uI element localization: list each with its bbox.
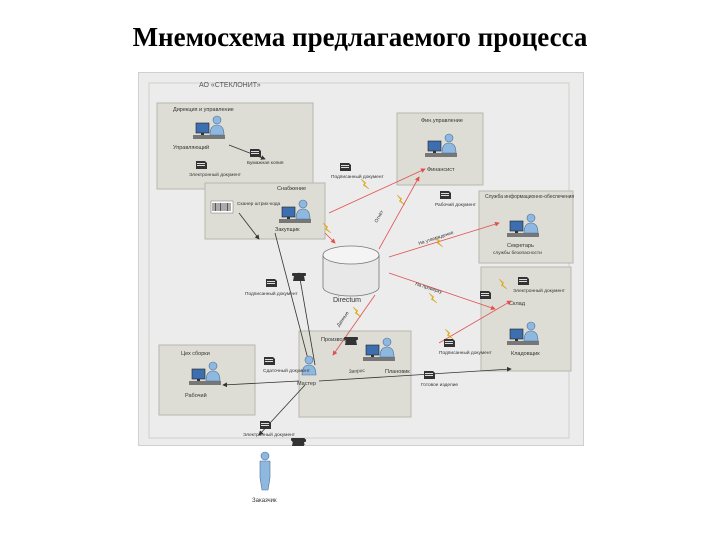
zone-management xyxy=(156,102,314,190)
zone-quality-label: Служба информационно-обеспечения xyxy=(485,194,574,200)
flow-label-5: Запрос xyxy=(349,368,366,375)
org-label: АО «СТЕКЛОНИТ» xyxy=(199,82,261,89)
zone-production-label: Производство xyxy=(321,337,357,343)
document-icon-9 xyxy=(424,371,435,379)
document-icon-4 xyxy=(440,191,451,199)
document-icon-5 xyxy=(518,277,529,285)
zone-warehouse xyxy=(480,266,572,372)
role-buyer: Закупщик xyxy=(275,227,300,233)
signal-bolt-2 xyxy=(396,194,406,206)
document-icon-6 xyxy=(266,279,277,287)
flow-label-3: На проверку xyxy=(414,281,443,295)
flow-red-5 xyxy=(332,294,376,356)
role-master: Мастер xyxy=(297,381,316,387)
doc-label-1: Бумажная копия xyxy=(247,160,284,166)
document-icon-8 xyxy=(264,357,275,365)
database-label: Directum xyxy=(333,297,361,304)
flow-arrow-3 xyxy=(297,272,316,366)
doc-label-3: Подписанный документ xyxy=(331,173,384,180)
page-title: Мнемосхема предлагаемого процесса xyxy=(132,22,588,52)
phone-icon xyxy=(292,273,306,281)
zone-purchasing-label: Снабжение xyxy=(277,186,306,192)
flow-red-3 xyxy=(388,221,500,258)
zone-assembly-label: Цех сборки xyxy=(181,351,210,357)
role-financier: Финансист xyxy=(427,167,455,173)
role-worker: Рабочий xyxy=(185,392,207,399)
zone-warehouse-label: Склад xyxy=(509,301,526,307)
doc-label-9: Готовое изделие xyxy=(421,382,458,388)
flow-red-1 xyxy=(328,168,426,214)
flow-red-2 xyxy=(378,176,420,250)
signal-bolt-4 xyxy=(428,292,438,304)
flow-arrow-5 xyxy=(318,366,512,382)
role-planner: Плановик xyxy=(385,369,410,375)
flow-arrow-4 xyxy=(222,380,300,388)
role-service: службы безопасности xyxy=(493,250,542,256)
flow-arrow-2 xyxy=(274,232,311,364)
document-icon-7 xyxy=(444,339,455,347)
process-diagram: АО «СТЕКЛОНИТ» Дирекция и управление Фин… xyxy=(138,72,584,447)
document-icon-10 xyxy=(260,421,271,429)
doc-label-8: Сдаточный документ xyxy=(263,367,311,374)
doc-label-6: Подписанный документ xyxy=(245,290,298,297)
signal-bolt-5 xyxy=(352,306,362,318)
document-icon-11 xyxy=(480,291,491,299)
zone-management-label: Дирекция и управление xyxy=(173,107,234,113)
role-secretary: Секретарь xyxy=(507,243,534,249)
doc-label-5: Электронный документ xyxy=(513,287,566,294)
role-storekeeper: Кладовщик xyxy=(511,351,540,357)
doc-label-2: Электронный документ xyxy=(189,171,242,178)
document-icon-2 xyxy=(196,161,207,169)
flow-label-4: Данные xyxy=(336,310,351,328)
zone-production xyxy=(298,330,412,418)
doc-scanner-label: Сканер штрих-кода xyxy=(237,201,281,207)
signal-bolt-1 xyxy=(360,178,370,190)
customer-figure xyxy=(259,451,271,491)
document-icon-3 xyxy=(340,163,351,171)
barcode-icon xyxy=(210,200,234,214)
role-customer: Заказчик xyxy=(252,498,277,504)
phone-icon xyxy=(292,439,306,447)
flow-red-4 xyxy=(388,272,496,310)
doc-label-10: Электронный документ xyxy=(243,431,296,438)
phone-icon xyxy=(344,337,358,345)
doc-label-4: Рабочий документ xyxy=(435,201,477,208)
flow-arrow-7 xyxy=(238,212,260,240)
flow-red-7 xyxy=(324,232,336,244)
document-icon-1 xyxy=(250,149,261,157)
flow-label-1: Отчёт xyxy=(374,209,386,224)
zone-finance-label: Фин.управление xyxy=(421,118,463,124)
role-manager: Управляющий xyxy=(173,144,209,151)
doc-label-7: Подписанный документ xyxy=(439,349,492,356)
database-cylinder xyxy=(322,245,380,297)
flow-red-6 xyxy=(438,300,512,344)
